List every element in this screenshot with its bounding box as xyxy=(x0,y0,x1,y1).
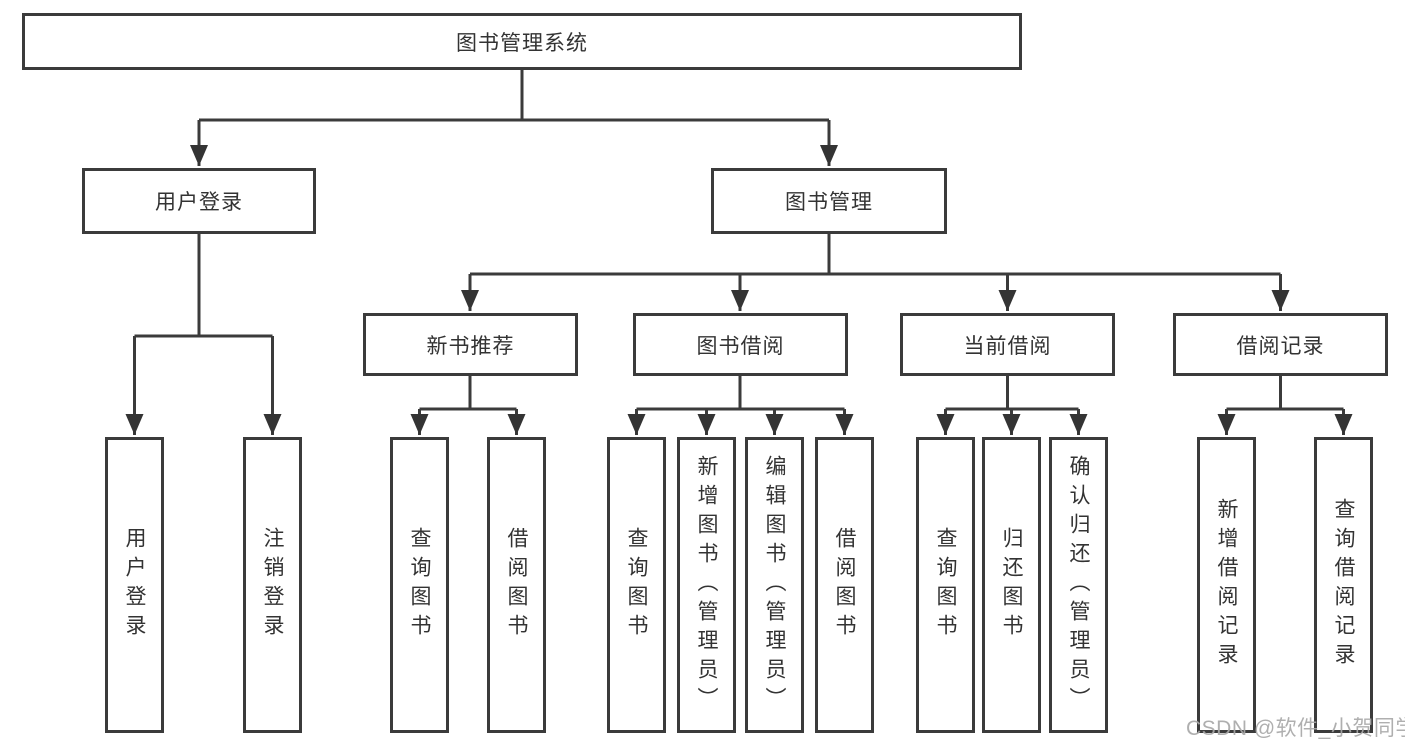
leaf-label: 新增借阅记录 xyxy=(1215,498,1238,672)
leaf-label: 用户登录 xyxy=(123,527,146,643)
node-book-borrowing: 图书借阅 xyxy=(633,313,848,376)
leaf-label: 借阅图书 xyxy=(505,527,528,643)
leaf-label: 查询图书 xyxy=(625,527,648,643)
leaf-query-books-recommend: 查询图书 xyxy=(390,437,449,733)
leaf-borrow-books-recommend: 借阅图书 xyxy=(487,437,546,733)
leaf-label: 查询图书 xyxy=(934,527,957,643)
leaf-logout: 注销登录 xyxy=(243,437,302,733)
node-current-borrowing: 当前借阅 xyxy=(900,313,1115,376)
leaf-label: 归还图书 xyxy=(1000,527,1023,643)
leaf-borrow-books: 借阅图书 xyxy=(815,437,874,733)
leaf-edit-books-admin: 编辑图书（管理员） xyxy=(745,437,804,733)
leaf-add-borrow-record: 新增借阅记录 xyxy=(1197,437,1256,733)
leaf-return-books: 归还图书 xyxy=(982,437,1041,733)
node-new-book-recommendation: 新书推荐 xyxy=(363,313,578,376)
node-borrowing-records: 借阅记录 xyxy=(1173,313,1388,376)
leaf-label: 注销登录 xyxy=(261,527,284,643)
csdn-watermark: CSDN @软件_小贺同学 xyxy=(1186,717,1405,740)
leaf-label: 确认归还（管理员） xyxy=(1067,454,1090,716)
leaf-query-borrow-record: 查询借阅记录 xyxy=(1314,437,1373,733)
leaf-label: 查询图书 xyxy=(408,527,431,643)
leaf-label: 借阅图书 xyxy=(833,527,856,643)
leaf-label: 新增图书（管理员） xyxy=(695,454,718,716)
leaf-user-login: 用户登录 xyxy=(105,437,164,733)
node-user-login-branch: 用户登录 xyxy=(82,168,316,234)
leaf-confirm-return-admin: 确认归还（管理员） xyxy=(1049,437,1108,733)
leaf-query-books-borrow: 查询图书 xyxy=(607,437,666,733)
arrowheads xyxy=(125,145,1353,435)
leaf-add-books-admin: 新增图书（管理员） xyxy=(677,437,736,733)
leaf-label: 编辑图书（管理员） xyxy=(763,454,786,716)
leaf-label: 查询借阅记录 xyxy=(1332,498,1355,672)
node-root-system: 图书管理系统 xyxy=(22,13,1022,70)
leaf-query-books-current: 查询图书 xyxy=(916,437,975,733)
node-book-management-branch: 图书管理 xyxy=(711,168,947,234)
